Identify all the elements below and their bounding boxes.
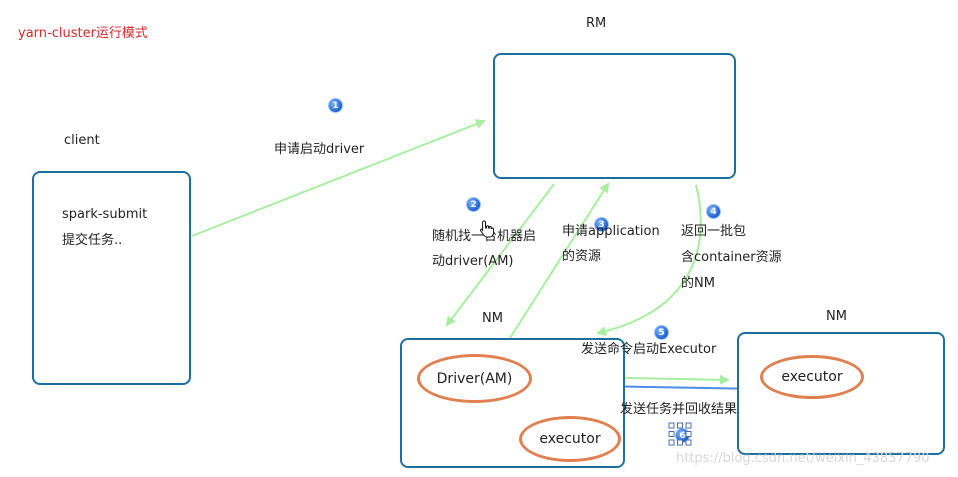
- step-5-text: 发送命令启动Executor: [581, 342, 717, 357]
- step-1-text: 申请启动driver: [274, 142, 365, 157]
- step-1-marker: 1: [328, 98, 343, 113]
- client-box: spark-submit 提交任务..: [32, 171, 191, 385]
- step-3-text-line2: 的资源: [562, 249, 602, 264]
- nm-left-label: NM: [482, 311, 503, 326]
- executor-left-node: executor: [519, 416, 621, 462]
- step-4-text-line2: 含container资源: [681, 250, 782, 265]
- executor-right-node: executor: [760, 355, 864, 399]
- driver-am-label: Driver(AM): [436, 370, 513, 387]
- watermark: https://blog.csdn.net/weixin_43857790: [676, 451, 930, 466]
- executor-left-label: executor: [539, 431, 601, 447]
- driver-am-node: Driver(AM): [417, 354, 532, 403]
- nm-right-label: NM: [826, 309, 847, 324]
- step-3-marker: 3: [594, 217, 609, 232]
- arrow-rm-return-nm: [596, 184, 702, 337]
- diagram-title: yarn-cluster运行模式: [18, 26, 148, 41]
- rm-label: RM: [586, 16, 607, 31]
- hand-cursor-icon: [479, 220, 494, 238]
- step-2-text-line2: 动driver(AM): [432, 254, 514, 269]
- step-2-text-line1: 随机找一台机器启: [432, 229, 537, 244]
- arrow-rm-to-nm: [445, 183, 555, 327]
- client-label: client: [64, 133, 100, 148]
- step-6-text: 发送任务并回收结果: [620, 402, 738, 417]
- arrow-client-to-rm: [191, 119, 486, 237]
- step-4-marker: 4: [706, 204, 721, 219]
- client-description: 提交任务..: [62, 233, 123, 248]
- grid-icon: [668, 422, 692, 446]
- step-2-marker: 2: [466, 197, 481, 212]
- client-command: spark-submit: [62, 207, 148, 222]
- executor-right-label: executor: [781, 369, 843, 385]
- step-5-marker: 5: [654, 325, 669, 340]
- arrow-nm-to-rm: [509, 182, 610, 339]
- step-3-text-line1: 申请application: [562, 224, 660, 239]
- rm-box: [493, 53, 736, 179]
- step-4-text-line1: 返回一批包: [681, 224, 747, 239]
- step-4-text-line3: 的NM: [681, 276, 715, 291]
